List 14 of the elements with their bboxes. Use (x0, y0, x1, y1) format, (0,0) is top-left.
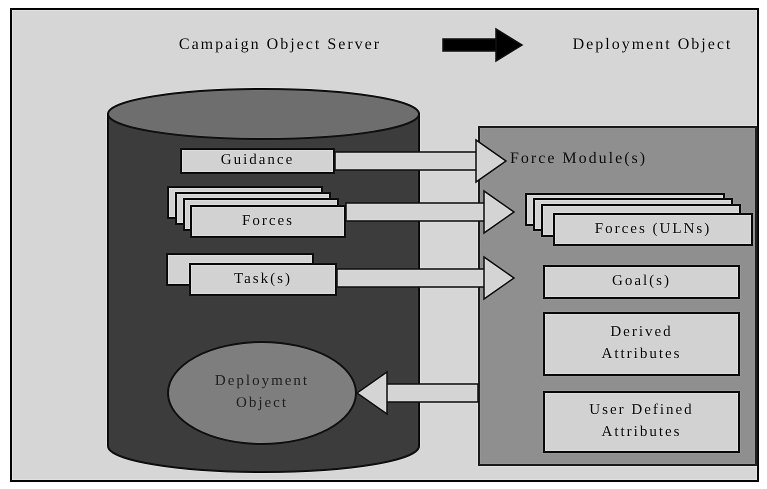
item-box: Goal(s) (543, 265, 740, 299)
item-box: Derived Attributes (543, 312, 740, 376)
box-label: Forces (ULNs) (594, 221, 712, 238)
box-label: Forces (242, 213, 294, 230)
module-panel (478, 126, 757, 466)
box-label: Task(s) (234, 271, 292, 288)
panel-heading: Force Module(s) (510, 150, 648, 168)
stacked-boxes (167, 186, 346, 238)
stacked-boxes (166, 253, 337, 296)
title-label: Deployment Object (550, 32, 755, 58)
stacked-boxes (525, 193, 753, 246)
item-box: User Defined Attributes (543, 391, 740, 453)
title-label: Campaign Object Server (150, 32, 410, 58)
item-box: Guidance (180, 148, 335, 174)
